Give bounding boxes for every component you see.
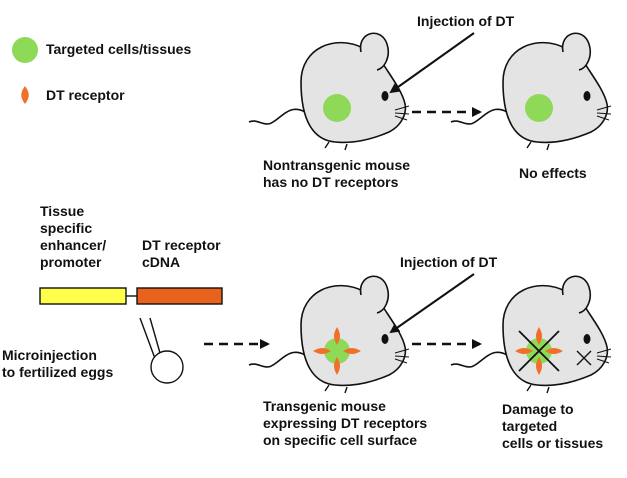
legend-targeted-label: Targeted cells/tissues	[46, 41, 192, 57]
cdna-bar	[136, 287, 223, 305]
injection-label-top: Injection of DT	[417, 13, 515, 29]
mouse4-caption: Damage to targeted cells or tissues	[502, 401, 604, 451]
injection-label-bottom: Injection of DT	[400, 254, 498, 270]
injection-line-bottom	[389, 273, 475, 334]
cdna-label: DT receptor cDNA	[142, 237, 221, 270]
mouse2-caption: No effects	[519, 165, 587, 181]
fertilized-egg	[150, 350, 184, 384]
mouse3-caption: Transgenic mouse expressing DT receptors…	[263, 398, 428, 448]
mouse-no-effects	[450, 32, 612, 151]
promoter-label: Tissue specific enhancer/ promoter	[40, 203, 107, 270]
injection-line-top	[389, 32, 475, 94]
legend-targeted-swatch	[12, 37, 38, 63]
legend-receptor-swatch	[21, 86, 29, 104]
legend-receptor-label: DT receptor	[46, 87, 125, 103]
mouse-damaged	[450, 275, 612, 394]
promoter-bar	[39, 287, 127, 305]
mouse-nontransgenic	[248, 32, 410, 151]
mouse1-caption: Nontransgenic mouse has no DT receptors	[263, 157, 411, 190]
microinjection-label: Microinjection to fertilized eggs	[2, 347, 114, 380]
mouse-transgenic	[248, 275, 410, 394]
